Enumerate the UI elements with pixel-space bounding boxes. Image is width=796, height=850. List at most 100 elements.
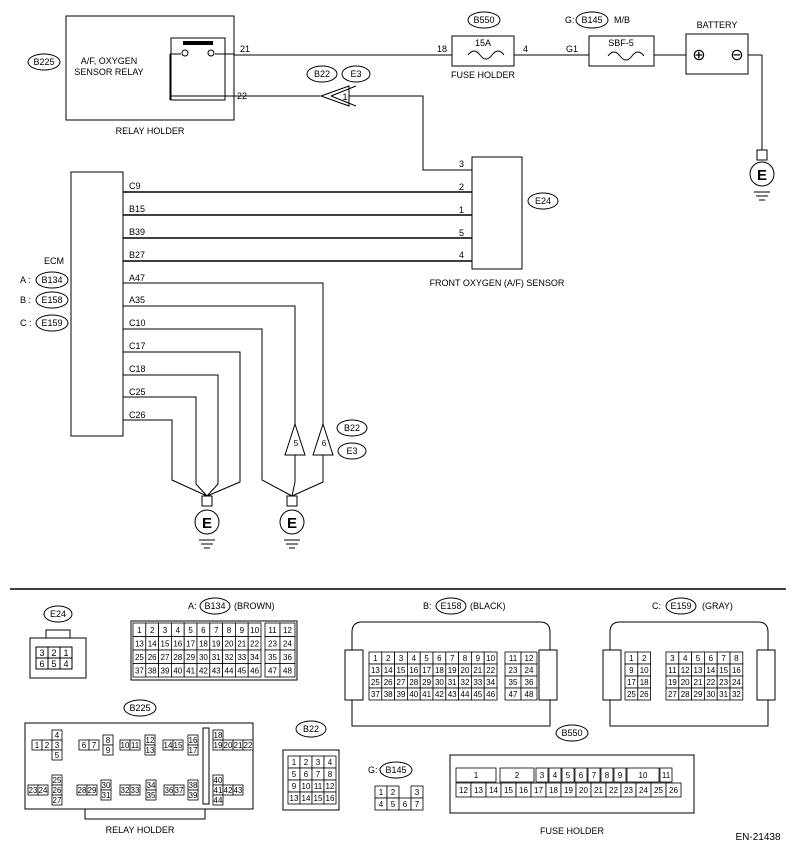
pin-number: 5 (424, 654, 429, 663)
pin-cell (600, 767, 614, 783)
svg-text:4: 4 (63, 659, 68, 669)
pin-cell (499, 767, 535, 783)
pin-cell (187, 789, 199, 801)
pin-number: 7 (92, 741, 97, 750)
pin-number: 33 (131, 786, 140, 795)
pin-number: 46 (486, 690, 495, 699)
ground-icon-battery (754, 191, 770, 201)
conn-c-prefix: C: (652, 601, 661, 611)
pin-number: 16 (326, 794, 335, 803)
pin-number: 40 (214, 776, 223, 785)
pin-number: 11 (662, 771, 671, 780)
sensor-box (471, 156, 523, 270)
pin-number: 5 (188, 626, 193, 635)
ground-symbol-battery (749, 161, 775, 187)
ecm-conn-c-prefix: C : (20, 318, 32, 328)
pin-number: 11 (668, 666, 677, 675)
fuse-rating: 15A (475, 38, 491, 48)
pin-number: 3 (55, 741, 60, 750)
svg-text:2: 2 (51, 648, 56, 658)
pin-number: 19 (668, 678, 677, 687)
pin-number: 18 (199, 639, 208, 648)
pin-number: 9 (106, 746, 111, 755)
pin-number: 33 (473, 678, 482, 687)
pin-cell (561, 767, 575, 783)
sbf-code-prefix: G: (565, 15, 575, 25)
pin-number: 31 (448, 678, 457, 687)
pin-number: 10 (486, 654, 495, 663)
conn-c-color: (GRAY) (702, 601, 733, 611)
pin-number: 39 (397, 690, 406, 699)
pin-cell (247, 663, 262, 678)
b145-code: B145 (385, 765, 406, 775)
ground-symbol-left (194, 509, 220, 535)
pin-number: 14 (164, 741, 173, 750)
pin-number: 26 (53, 786, 62, 795)
pin-number: 18 (435, 666, 444, 675)
pin-number: 8 (463, 654, 468, 663)
pin-number: 23 (624, 786, 633, 795)
pin-number: 1 (379, 788, 384, 797)
pin-number: 4 (328, 758, 333, 767)
ground-connector-e3: E3 (346, 446, 357, 456)
pin-cell (548, 767, 562, 783)
pin-number: 21 (594, 786, 603, 795)
pin-number: 6 (304, 770, 309, 779)
pin-number: 12 (326, 782, 335, 791)
pin-number: 6 (709, 654, 714, 663)
pin-number: 40 (173, 666, 182, 675)
pin-number: 34 (147, 781, 156, 790)
connector-b22: B22 (314, 69, 330, 79)
sbf-pin: G1 (566, 44, 578, 54)
conn-b-code: E158 (440, 601, 461, 611)
pin-number: 1 (137, 626, 142, 635)
sensor-label: FRONT OXYGEN (A/F) SENSOR (430, 278, 565, 288)
pin-number: 24 (732, 678, 741, 687)
pin-number: 3 (399, 654, 404, 663)
pin-number: 20 (681, 678, 690, 687)
pin-number: 27 (161, 653, 170, 662)
pin-number: 15 (719, 666, 728, 675)
pin-number: 34 (250, 653, 259, 662)
ecm-pin: B27 (129, 250, 145, 260)
wire-c18 (123, 374, 219, 497)
pin-number: 35 (268, 653, 277, 662)
ground-connector-b22: B22 (344, 423, 360, 433)
pin-number: 30 (435, 678, 444, 687)
pin-cell (520, 687, 538, 701)
sbf-symbol (607, 51, 645, 61)
svg-text:1: 1 (63, 648, 68, 658)
pin-number: 25 (53, 776, 62, 785)
pin-number: 19 (214, 741, 223, 750)
pin-number: 3 (415, 788, 420, 797)
pin-number: 20 (225, 639, 234, 648)
pin-number: 8 (605, 771, 610, 780)
pin-number: 26 (148, 653, 157, 662)
pin-number: 9 (240, 626, 245, 635)
fuse-pin-out: 4 (523, 44, 528, 54)
pin-number: 8 (227, 626, 232, 635)
pin-number: 23 (29, 786, 38, 795)
conn-a-prefix: A: (188, 601, 197, 611)
ecm-conn-b-code: E158 (41, 295, 62, 305)
wire-c17 (123, 351, 241, 497)
pin-number: 6 (201, 626, 206, 635)
pin-number: 22 (250, 639, 259, 648)
pin-number: 43 (448, 690, 457, 699)
pin-number: 28 (173, 653, 182, 662)
pin-number: 22 (486, 666, 495, 675)
pin-cell (51, 729, 63, 741)
pin-cell (102, 744, 114, 756)
conn-a-color: (BROWN) (234, 601, 275, 611)
b550-code: B550 (561, 728, 582, 738)
pin-number: 17 (534, 786, 543, 795)
pin-number: 39 (189, 791, 198, 800)
pin-number: 11 (509, 654, 518, 663)
pin-number: 14 (148, 639, 157, 648)
pin-number: 6 (579, 771, 584, 780)
pin-number: 20 (579, 786, 588, 795)
pin-number: 18 (549, 786, 558, 795)
pin-number: 27 (397, 678, 406, 687)
